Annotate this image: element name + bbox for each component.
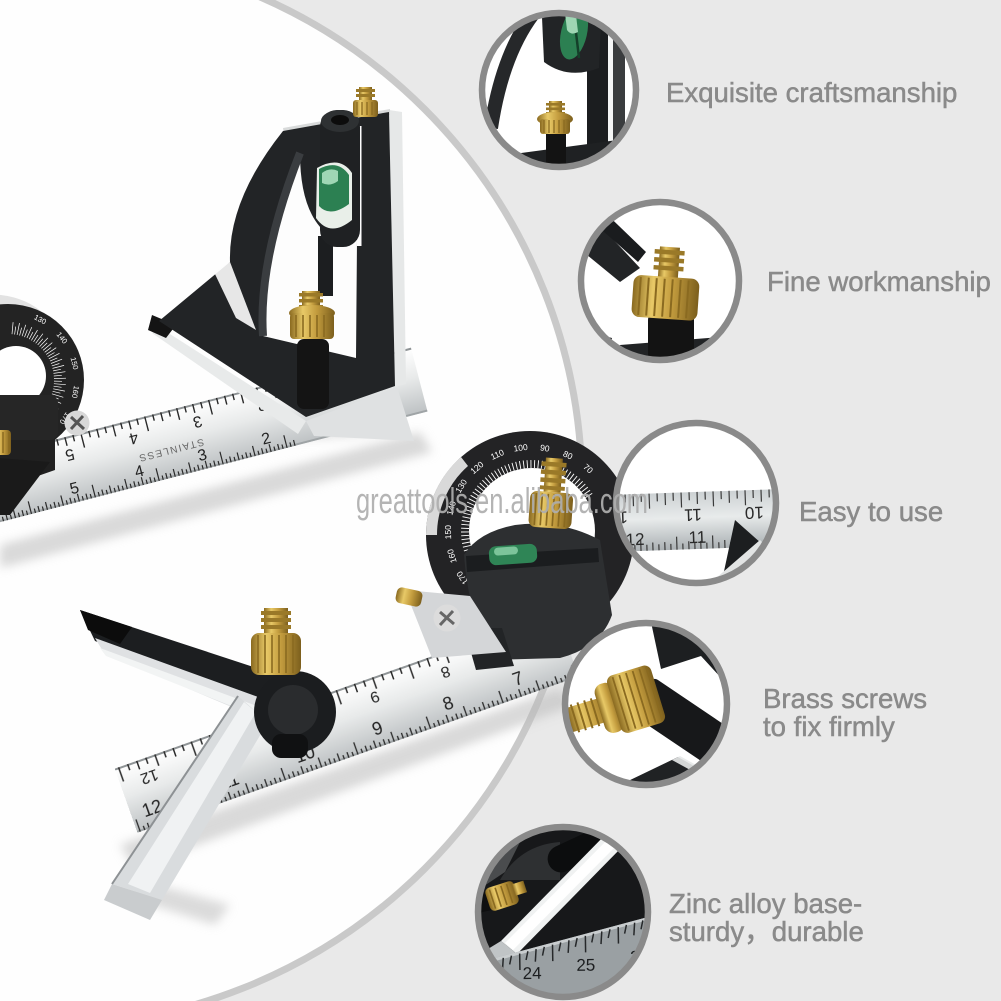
svg-text:Easy to use: Easy to use bbox=[799, 496, 943, 527]
svg-text:11: 11 bbox=[684, 505, 702, 525]
svg-text:90: 90 bbox=[539, 442, 550, 453]
svg-text:100: 100 bbox=[513, 442, 529, 454]
svg-text:Zinc alloy base-: Zinc alloy base- bbox=[669, 888, 862, 919]
svg-text:10: 10 bbox=[745, 503, 765, 523]
svg-text:2: 2 bbox=[260, 430, 273, 449]
svg-text:160: 160 bbox=[445, 548, 459, 565]
svg-text:5: 5 bbox=[68, 479, 81, 498]
svg-text:4: 4 bbox=[133, 463, 146, 482]
svg-text:80: 80 bbox=[562, 449, 575, 462]
svg-text:Exquisite craftsmanship: Exquisite craftsmanship bbox=[666, 77, 957, 108]
svg-text:4: 4 bbox=[127, 428, 140, 447]
svg-text:24: 24 bbox=[523, 964, 542, 983]
svg-text:140: 140 bbox=[444, 500, 458, 517]
svg-text:3: 3 bbox=[196, 446, 209, 465]
svg-text:3: 3 bbox=[191, 412, 204, 431]
svg-text:12: 12 bbox=[138, 765, 161, 787]
svg-text:160: 160 bbox=[70, 385, 81, 399]
svg-text:150: 150 bbox=[69, 356, 81, 370]
svg-text:Brass screws: Brass screws bbox=[763, 683, 927, 714]
svg-text:11: 11 bbox=[688, 528, 706, 548]
svg-text:Fine workmanship: Fine workmanship bbox=[767, 266, 991, 297]
svg-text:sturdy，durable: sturdy，durable bbox=[669, 916, 864, 947]
svg-text:25: 25 bbox=[576, 956, 595, 975]
svg-text:150: 150 bbox=[443, 525, 453, 540]
svg-text:to fix firmly: to fix firmly bbox=[763, 711, 895, 742]
svg-text:greattools.en.alibaba.com: greattools.en.alibaba.com bbox=[356, 480, 648, 521]
svg-text:5: 5 bbox=[63, 445, 76, 464]
